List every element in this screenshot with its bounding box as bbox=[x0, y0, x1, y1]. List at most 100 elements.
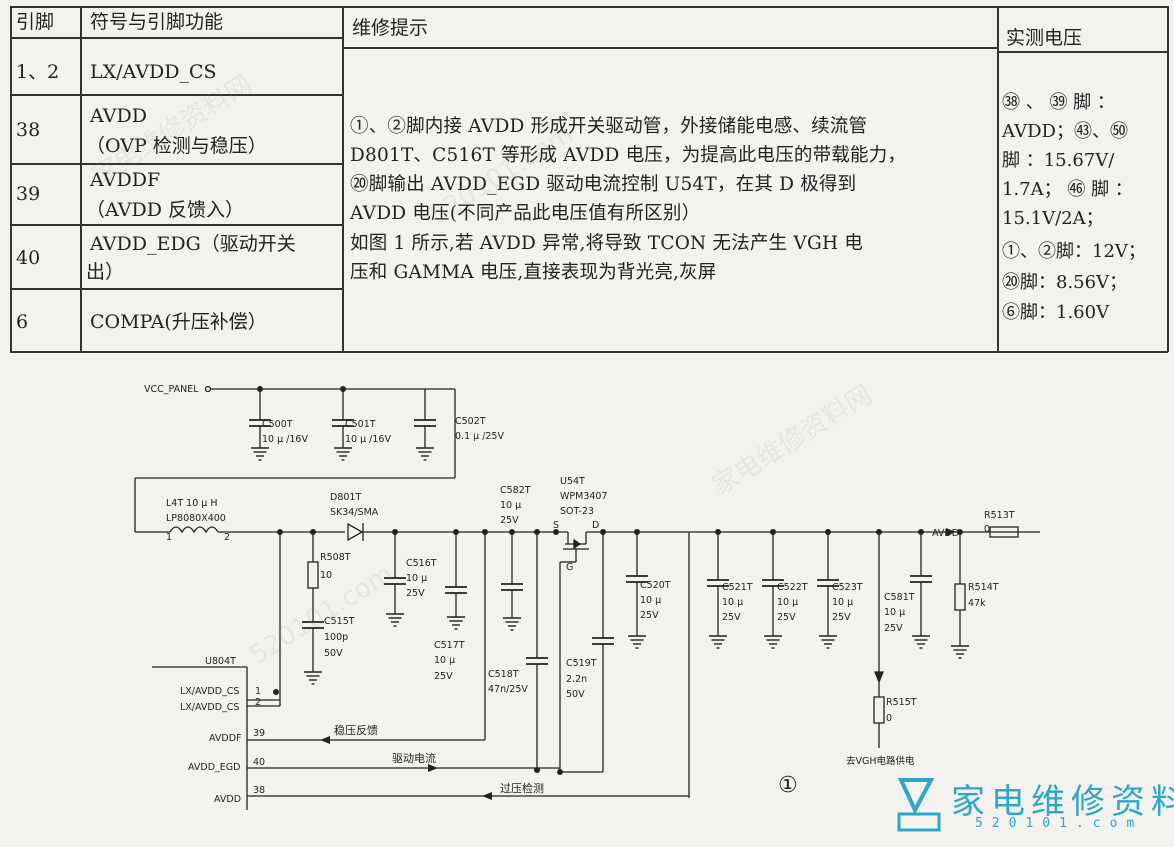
row-pin: 1、2 bbox=[16, 61, 60, 83]
r515-label: R515T bbox=[886, 697, 917, 708]
table-line bbox=[10, 37, 342, 39]
c500-value: 10 μ /16V bbox=[262, 434, 308, 445]
row-symbol-desc: （OVP 检测与稳压） bbox=[86, 135, 267, 157]
row-pin: 40 bbox=[16, 247, 41, 269]
table-line bbox=[10, 94, 342, 96]
row-symbol: COMPA(升压补偿） bbox=[90, 311, 267, 333]
ic-pin-name: AVDD bbox=[214, 794, 241, 805]
r513-label: R513T bbox=[984, 510, 1015, 521]
u54-drain: D bbox=[592, 520, 599, 531]
u54-label: U54T bbox=[560, 476, 585, 487]
site-logo: 家电维修资料网 520101.com bbox=[895, 770, 1174, 842]
d801-value: SK34/SMA bbox=[330, 507, 379, 518]
header-pin: 引脚 bbox=[16, 11, 55, 33]
c519-value: 2.2n bbox=[566, 674, 587, 685]
ground-symbols bbox=[250, 447, 970, 685]
row-pin: 38 bbox=[16, 119, 41, 141]
c520-value: 10 μ bbox=[640, 595, 661, 606]
voltage-line: 1.7A； ㊻ 脚 ： bbox=[1002, 179, 1133, 200]
header-symbol: 符号与引脚功能 bbox=[90, 11, 224, 33]
c522-value: 10 μ bbox=[777, 597, 798, 608]
c516-label: C516T bbox=[406, 558, 437, 569]
c521-voltage: 25V bbox=[722, 612, 741, 623]
c516-voltage: 25V bbox=[406, 588, 425, 599]
r514-label: R514T bbox=[968, 582, 999, 593]
tips-line: 压和 GAMMA 电压,直接表现为背光亮,灰屏 bbox=[350, 262, 717, 283]
ic-pin-name: LX/AVDD_CS bbox=[180, 702, 239, 713]
ovp-detect-label: 过压检测 bbox=[500, 781, 544, 795]
c502-label: C502T bbox=[455, 416, 486, 427]
c517-value: 10 μ bbox=[434, 655, 455, 666]
r508-label: R508T bbox=[320, 552, 351, 563]
tips-line: ⑳脚输出 AVDD_EGD 驱动电流控制 U54T，在其 D 极得到 bbox=[350, 174, 857, 195]
ic-pin-num: 38 bbox=[253, 785, 265, 796]
c515-voltage: 50V bbox=[324, 648, 343, 659]
c519-label: C519T bbox=[566, 658, 597, 669]
table-line bbox=[342, 6, 344, 352]
u54-gate: G bbox=[566, 562, 573, 573]
voltage-line: ①、②脚：12V； bbox=[1002, 241, 1146, 262]
l4-pin2: 2 bbox=[224, 532, 230, 543]
drive-current-label: 驱动电流 bbox=[392, 751, 436, 765]
r513-value: 0 bbox=[984, 524, 990, 535]
c581-voltage: 25V bbox=[884, 623, 903, 634]
table-line bbox=[10, 224, 342, 226]
u54-package: SOT-23 bbox=[560, 506, 594, 517]
table-line bbox=[342, 47, 997, 49]
logo-url: 520101.com bbox=[975, 816, 1144, 831]
avdd-node-label: AVDD bbox=[932, 528, 959, 539]
c523-value: 10 μ bbox=[832, 597, 853, 608]
c517-label: C517T bbox=[434, 640, 465, 651]
d801-label: D801T bbox=[330, 492, 361, 503]
table-border-right bbox=[1167, 6, 1169, 352]
row-symbol: AVDD_EDG（驱动开关 bbox=[90, 233, 296, 255]
c517-voltage: 25V bbox=[434, 671, 453, 682]
signal-arrows bbox=[320, 528, 956, 800]
ic-pin-name: AVDDF bbox=[209, 733, 242, 744]
junctions bbox=[257, 386, 963, 775]
logo-text: 家电维修资料网 bbox=[951, 782, 1174, 822]
row-symbol: AVDDF bbox=[90, 169, 161, 191]
vcc-label: VCC_PANEL bbox=[144, 384, 199, 395]
voltage-line: 脚 ：15.67V/ bbox=[1002, 150, 1115, 171]
c515-value: 100p bbox=[324, 632, 348, 643]
tips-line: D801T、C516T 等形成 AVDD 电压，为提高此电压的带载能力， bbox=[350, 145, 907, 166]
c520-voltage: 25V bbox=[640, 610, 659, 621]
ic-pin-name: AVDD_EGD bbox=[188, 762, 240, 773]
r514-value: 47k bbox=[968, 598, 986, 609]
ic-pin-num: 1 bbox=[255, 686, 261, 697]
c501-label: C501T bbox=[345, 419, 376, 430]
c502-value: 0.1 μ /25V bbox=[455, 431, 504, 442]
table-line bbox=[10, 288, 342, 290]
ic-pin-num: 2 bbox=[255, 697, 261, 708]
row-pin: 6 bbox=[16, 311, 29, 333]
c501-value: 10 μ /16V bbox=[345, 434, 391, 445]
u804-label: U804T bbox=[205, 656, 236, 667]
vgh-supply-label: 去VGH电路供电 bbox=[846, 755, 915, 767]
c520-label: C520T bbox=[640, 580, 671, 591]
c519-voltage: 50V bbox=[566, 689, 585, 700]
c522-voltage: 25V bbox=[777, 612, 796, 623]
table-line bbox=[80, 6, 82, 352]
table-border-bottom bbox=[10, 351, 1168, 353]
capacitors bbox=[248, 419, 933, 665]
ic-pin-num: 40 bbox=[253, 757, 265, 768]
r508-value: 10 bbox=[320, 570, 332, 581]
l4-label: L4T 10 μ H bbox=[166, 498, 217, 509]
feedback-label: 稳压反馈 bbox=[334, 723, 378, 737]
tips-line: ①、②脚内接 AVDD 形成开关驱动管，外接储能电感、续流管 bbox=[350, 116, 868, 137]
tips-line: AVDD 电压(不同产品此电压值有所区别） bbox=[350, 203, 701, 224]
r515-value: 0 bbox=[886, 713, 892, 724]
logo-icon bbox=[897, 778, 941, 832]
l4-pin1: 1 bbox=[166, 532, 172, 543]
figure-number: ① bbox=[778, 773, 798, 798]
tips-line: 如图 1 所示,若 AVDD 异常,将导致 TCON 无法产生 VGH 电 bbox=[350, 233, 864, 254]
c521-value: 10 μ bbox=[722, 597, 743, 608]
row-symbol: AVDD bbox=[90, 105, 147, 127]
table-border-left bbox=[10, 6, 12, 352]
c500-label: C500T bbox=[262, 419, 293, 430]
c516-value: 10 μ bbox=[406, 573, 427, 584]
table-line bbox=[997, 6, 999, 352]
row-pin: 39 bbox=[16, 183, 41, 205]
